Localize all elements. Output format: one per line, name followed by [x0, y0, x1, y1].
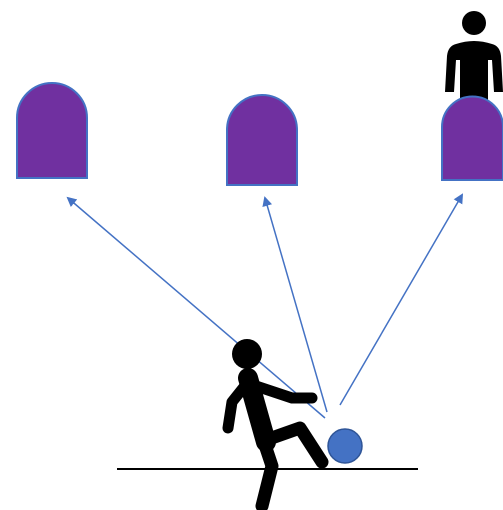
goal-middle [226, 94, 298, 186]
ball-icon [327, 428, 363, 464]
standing-person-icon [445, 11, 503, 100]
goal-right [441, 95, 503, 181]
goal-left [16, 82, 88, 179]
arrow-to-right-goal [339, 193, 464, 406]
kicking-person-icon [222, 339, 329, 510]
arrow-to-middle-goal [262, 196, 328, 413]
arrow-to-left-goal [66, 196, 326, 419]
